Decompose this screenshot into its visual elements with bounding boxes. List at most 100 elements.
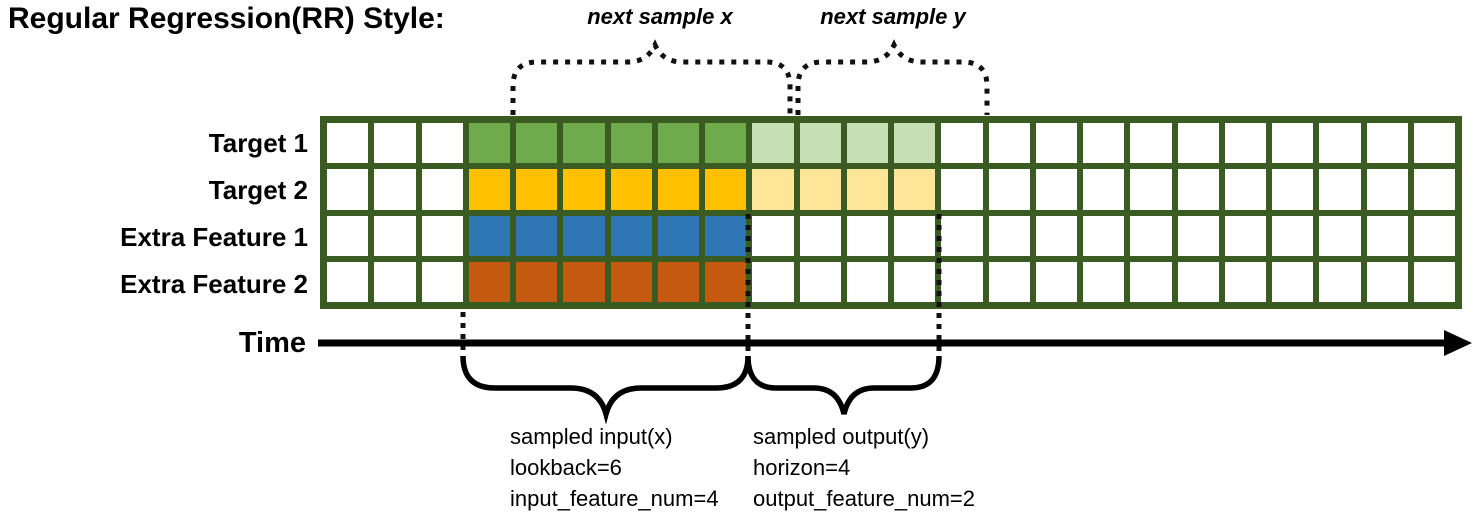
grid-cell (988, 261, 1030, 302)
grid-cell (1272, 215, 1314, 256)
next-sample-y-brace (795, 39, 990, 115)
grid-cell (988, 123, 1030, 164)
grid-cell (421, 123, 463, 164)
grid-cell (1224, 261, 1266, 302)
grid-cell (846, 215, 888, 256)
grid-cell (1366, 261, 1408, 302)
grid-cell (516, 169, 558, 210)
lookback-line: lookback=6 (510, 455, 622, 480)
grid-cell (468, 215, 510, 256)
horizon-line: horizon=4 (753, 455, 851, 480)
grid-cell (1177, 169, 1219, 210)
grid-cell (752, 123, 794, 164)
grid-cell (327, 123, 369, 164)
grid-cell (374, 169, 416, 210)
grid-cell (1035, 169, 1077, 210)
grid-cell (799, 169, 841, 210)
output-feature-line: output_feature_num=2 (753, 486, 976, 511)
grid-cell (705, 215, 747, 256)
grid-cell (1130, 169, 1172, 210)
grid-cell (327, 215, 369, 256)
grid-cell (1272, 123, 1314, 164)
row-label-target-1: Target 1 (208, 128, 308, 158)
grid-cell (894, 215, 936, 256)
grid-cell (610, 169, 652, 210)
grid-cell (1224, 169, 1266, 210)
grid-cell (1319, 215, 1361, 256)
input-feature-line: input_feature_num=4 (510, 486, 719, 511)
grid-cell (563, 123, 605, 164)
grid-cell (468, 123, 510, 164)
grid-cell (657, 169, 699, 210)
grid-cell (1177, 123, 1219, 164)
row-label-extra-feature-1: Extra Feature 1 (120, 222, 308, 252)
time-axis-arrowhead (1444, 330, 1472, 356)
grid-cell (563, 169, 605, 210)
grid-cell (941, 169, 983, 210)
grid-cell (516, 215, 558, 256)
sampled-output-brace (745, 355, 942, 415)
row-label-extra-feature-2: Extra Feature 2 (120, 269, 308, 299)
grid-cell (327, 169, 369, 210)
grid-cell (1130, 123, 1172, 164)
sampled-input-brace (460, 355, 751, 425)
sample-grid (320, 116, 1462, 309)
diagram-title: Regular Regression(RR) Style: (8, 2, 445, 35)
grid-cell (1319, 261, 1361, 302)
grid-cell (846, 261, 888, 302)
grid-cell (705, 169, 747, 210)
grid-cell (610, 215, 652, 256)
grid-cell (1083, 261, 1125, 302)
grid-cell (468, 169, 510, 210)
grid-cell (1035, 261, 1077, 302)
grid-cell (1366, 215, 1408, 256)
grid-cell (941, 261, 983, 302)
grid-cell (1083, 123, 1125, 164)
grid-cell (752, 261, 794, 302)
grid-cell (752, 215, 794, 256)
grid-cell (705, 261, 747, 302)
grid-cell (1413, 123, 1455, 164)
grid-cell (846, 169, 888, 210)
grid-cell (1413, 215, 1455, 256)
grid-cell (516, 123, 558, 164)
grid-cell (421, 215, 463, 256)
grid-cell (1413, 261, 1455, 302)
grid-cell (1272, 261, 1314, 302)
time-axis-label: Time (238, 327, 306, 359)
grid-cell (657, 261, 699, 302)
grid-cell (752, 169, 794, 210)
grid-cell (894, 169, 936, 210)
sampled-input-note: sampled input(x) lookback=6 input_featur… (510, 421, 719, 514)
grid-cell (1130, 215, 1172, 256)
grid-cell (1130, 261, 1172, 302)
sampled-output-note: sampled output(y) horizon=4 output_featu… (753, 421, 975, 514)
grid-cell (894, 123, 936, 164)
grid-cell (1224, 123, 1266, 164)
next-sample-x-label: next sample x (587, 4, 733, 29)
grid-cell (705, 123, 747, 164)
grid-cell (799, 261, 841, 302)
grid-cell (988, 169, 1030, 210)
grid-cell (516, 261, 558, 302)
grid-cell (1083, 169, 1125, 210)
grid-cell (1224, 215, 1266, 256)
row-label-target-2: Target 2 (208, 175, 308, 205)
grid-cell (846, 123, 888, 164)
grid-cell (657, 215, 699, 256)
grid-cell (327, 261, 369, 302)
grid-cell (610, 261, 652, 302)
grid-cell (1366, 169, 1408, 210)
next-sample-y-label: next sample y (820, 4, 966, 29)
grid-cell (421, 169, 463, 210)
sampled-output-line: sampled output(y) (753, 424, 930, 449)
grid-cell (374, 261, 416, 302)
grid-cell (563, 215, 605, 256)
grid-cell (941, 215, 983, 256)
grid-cell (468, 261, 510, 302)
grid-cell (1272, 169, 1314, 210)
grid-cell (988, 215, 1030, 256)
grid-cell (1319, 169, 1361, 210)
grid-cell (1177, 215, 1219, 256)
grid-cell (1083, 215, 1125, 256)
